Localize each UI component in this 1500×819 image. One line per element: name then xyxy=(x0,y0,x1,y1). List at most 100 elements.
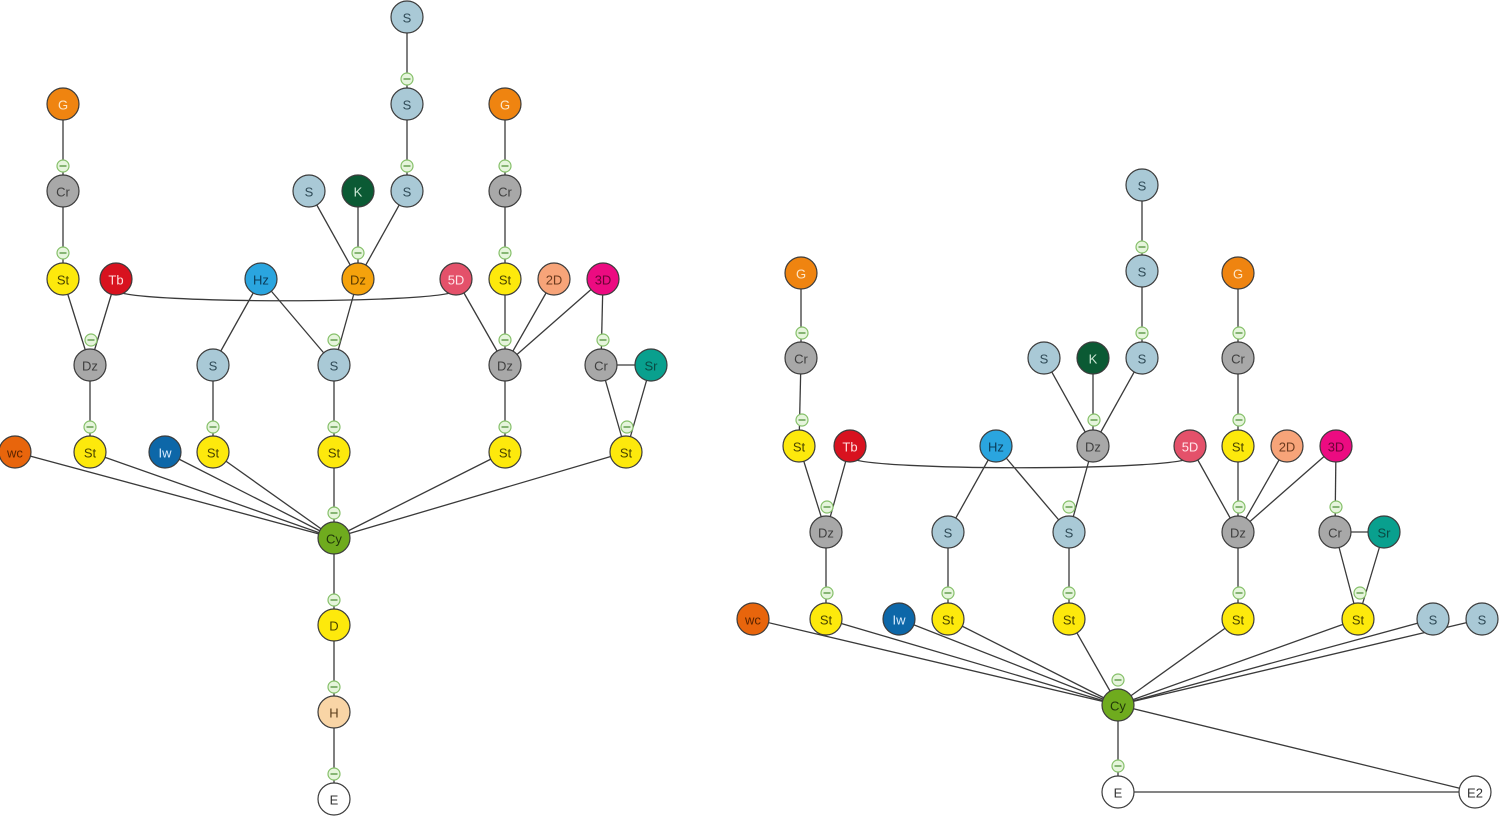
collapse-minus-icon[interactable] xyxy=(327,420,341,434)
node-sr[interactable]: Sr xyxy=(634,348,668,382)
node-st[interactable]: St xyxy=(317,435,351,469)
node-k[interactable]: K xyxy=(1076,341,1110,375)
node-g[interactable]: G xyxy=(488,87,522,121)
node-st[interactable]: St xyxy=(782,429,816,463)
collapse-minus-icon[interactable] xyxy=(1111,673,1125,687)
node-dz[interactable]: Dz xyxy=(488,348,522,382)
collapse-minus-icon[interactable] xyxy=(620,420,634,434)
collapse-minus-icon[interactable] xyxy=(1232,586,1246,600)
node-s[interactable]: S xyxy=(1125,254,1159,288)
node-st[interactable]: St xyxy=(196,435,230,469)
node-g[interactable]: G xyxy=(1221,256,1255,290)
node-tb[interactable]: Tb xyxy=(833,429,867,463)
collapse-minus-icon[interactable] xyxy=(327,767,341,781)
node-st[interactable]: St xyxy=(1221,429,1255,463)
node-s[interactable]: S xyxy=(196,348,230,382)
node-2d[interactable]: 2D xyxy=(537,262,571,296)
node-3d[interactable]: 3D xyxy=(586,262,620,296)
node-dz[interactable]: Dz xyxy=(809,515,843,549)
node-d[interactable]: D xyxy=(317,608,351,642)
node-cr[interactable]: Cr xyxy=(784,341,818,375)
collapse-minus-icon[interactable] xyxy=(820,586,834,600)
collapse-minus-icon[interactable] xyxy=(1232,326,1246,340)
node-cr[interactable]: Cr xyxy=(584,348,618,382)
node-iw[interactable]: Iw xyxy=(148,435,182,469)
node-iw[interactable]: Iw xyxy=(882,602,916,636)
node-st[interactable]: St xyxy=(1221,602,1255,636)
node-tb[interactable]: Tb xyxy=(99,262,133,296)
node-s[interactable]: S xyxy=(292,174,326,208)
node-s[interactable]: S xyxy=(931,515,965,549)
collapse-minus-icon[interactable] xyxy=(327,333,341,347)
node-cr[interactable]: Cr xyxy=(1221,341,1255,375)
node-s[interactable]: S xyxy=(317,348,351,382)
collapse-minus-icon[interactable] xyxy=(1062,586,1076,600)
collapse-minus-icon[interactable] xyxy=(1329,500,1343,514)
node-g[interactable]: G xyxy=(46,87,80,121)
node-cr[interactable]: Cr xyxy=(1318,515,1352,549)
node-e2[interactable]: E2 xyxy=(1458,775,1492,809)
collapse-minus-icon[interactable] xyxy=(498,420,512,434)
collapse-minus-icon[interactable] xyxy=(56,246,70,260)
collapse-minus-icon[interactable] xyxy=(84,333,98,347)
collapse-minus-icon[interactable] xyxy=(83,420,97,434)
node-st[interactable]: St xyxy=(488,262,522,296)
node-e[interactable]: E xyxy=(317,782,351,816)
collapse-minus-icon[interactable] xyxy=(795,413,809,427)
collapse-minus-icon[interactable] xyxy=(56,159,70,173)
node-k[interactable]: K xyxy=(341,174,375,208)
node-h[interactable]: H xyxy=(317,695,351,729)
node-sr[interactable]: Sr xyxy=(1367,515,1401,549)
collapse-minus-icon[interactable] xyxy=(941,586,955,600)
collapse-minus-icon[interactable] xyxy=(1353,586,1367,600)
node-s[interactable]: S xyxy=(1465,602,1499,636)
collapse-minus-icon[interactable] xyxy=(351,246,365,260)
node-e[interactable]: E xyxy=(1101,775,1135,809)
node-st[interactable]: St xyxy=(46,262,80,296)
node-dz[interactable]: Dz xyxy=(1221,515,1255,549)
collapse-minus-icon[interactable] xyxy=(400,72,414,86)
collapse-minus-icon[interactable] xyxy=(1087,413,1101,427)
collapse-minus-icon[interactable] xyxy=(206,420,220,434)
node-dz[interactable]: Dz xyxy=(1076,429,1110,463)
node-s[interactable]: S xyxy=(1125,341,1159,375)
node-3d[interactable]: 3D xyxy=(1319,429,1353,463)
node-st[interactable]: St xyxy=(488,435,522,469)
collapse-minus-icon[interactable] xyxy=(1135,240,1149,254)
collapse-minus-icon[interactable] xyxy=(498,333,512,347)
node-cy[interactable]: Cy xyxy=(1101,688,1135,722)
node-st[interactable]: St xyxy=(1052,602,1086,636)
node-cy[interactable]: Cy xyxy=(317,521,351,555)
node-s[interactable]: S xyxy=(1027,341,1061,375)
node-s[interactable]: S xyxy=(390,0,424,34)
node-s[interactable]: S xyxy=(1416,602,1450,636)
collapse-minus-icon[interactable] xyxy=(795,326,809,340)
node-5d[interactable]: 5D xyxy=(439,262,473,296)
collapse-minus-icon[interactable] xyxy=(498,246,512,260)
node-dz[interactable]: Dz xyxy=(73,348,107,382)
node-wc[interactable]: wc xyxy=(0,435,32,469)
node-hz[interactable]: Hz xyxy=(244,262,278,296)
collapse-minus-icon[interactable] xyxy=(327,506,341,520)
node-wc[interactable]: wc xyxy=(736,602,770,636)
node-st[interactable]: St xyxy=(73,435,107,469)
collapse-minus-icon[interactable] xyxy=(596,333,610,347)
collapse-minus-icon[interactable] xyxy=(498,159,512,173)
node-hz[interactable]: Hz xyxy=(979,429,1013,463)
node-2d[interactable]: 2D xyxy=(1270,429,1304,463)
node-st[interactable]: St xyxy=(609,435,643,469)
node-s[interactable]: S xyxy=(1052,515,1086,549)
collapse-minus-icon[interactable] xyxy=(327,680,341,694)
collapse-minus-icon[interactable] xyxy=(400,159,414,173)
node-g[interactable]: G xyxy=(784,256,818,290)
collapse-minus-icon[interactable] xyxy=(1111,759,1125,773)
collapse-minus-icon[interactable] xyxy=(1232,500,1246,514)
node-cr[interactable]: Cr xyxy=(488,174,522,208)
node-st[interactable]: St xyxy=(1341,602,1375,636)
collapse-minus-icon[interactable] xyxy=(1062,500,1076,514)
node-dz[interactable]: Dz xyxy=(341,262,375,296)
node-st[interactable]: St xyxy=(809,602,843,636)
node-s[interactable]: S xyxy=(390,87,424,121)
node-st[interactable]: St xyxy=(931,602,965,636)
collapse-minus-icon[interactable] xyxy=(1232,413,1246,427)
